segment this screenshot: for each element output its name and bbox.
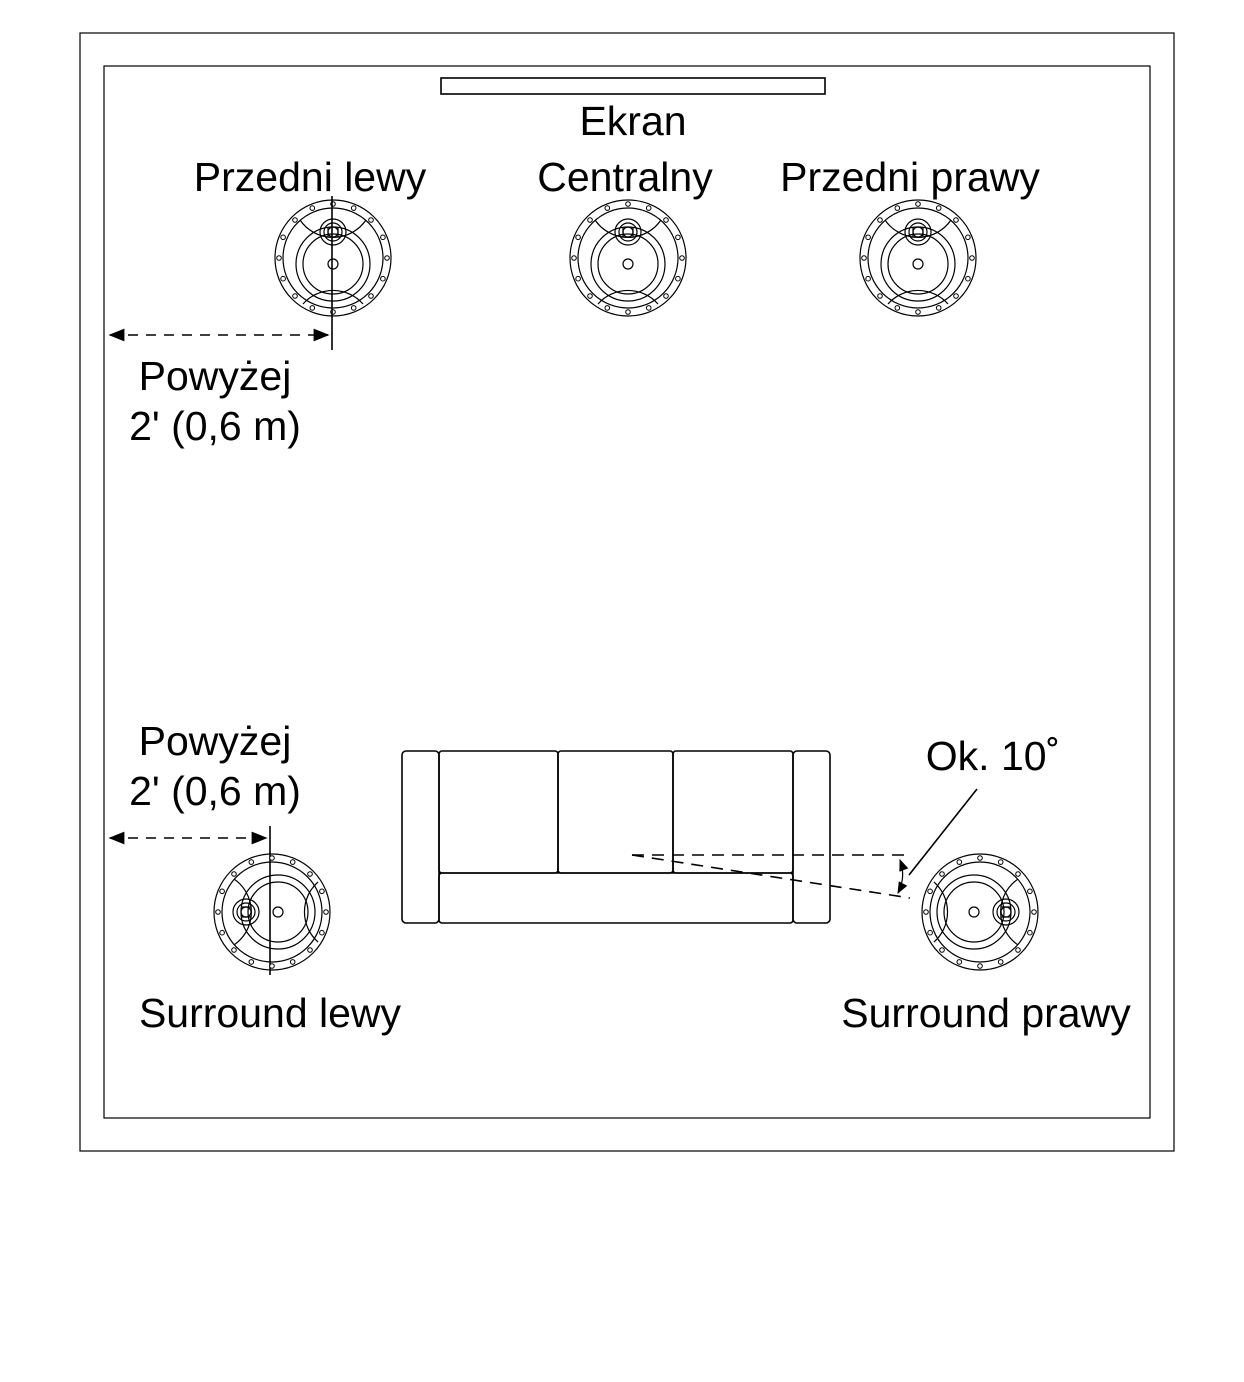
front-distance-label-2: 2' (0,6 m) [129,403,301,449]
front-left-speaker-icon [274,199,392,317]
front-left-label: Przedni lewy [194,154,427,200]
surround-distance-label-2: 2' (0,6 m) [129,768,301,814]
surround-right-speaker-icon [921,853,1039,971]
center-speaker-label: Centralny [537,154,713,200]
surround-left-label: Surround lewy [139,990,402,1036]
room-outline [103,65,1151,1119]
angle-label: Ok. 10˚ [926,733,1060,779]
front-right-label: Przedni prawy [780,154,1040,200]
surround-left-speaker-icon [213,853,331,971]
surround-distance-label-1: Powyżej [139,718,292,764]
outer-frame [79,32,1175,1152]
front-right-speaker-icon [859,199,977,317]
screen [440,77,826,95]
screen-label: Ekran [579,98,686,144]
angle-indicator [631,788,978,899]
sofa [401,750,831,924]
front-distance-label-1: Powyżej [139,353,292,399]
surround-right-label: Surround prawy [841,990,1131,1036]
center-speaker-icon [569,199,687,317]
